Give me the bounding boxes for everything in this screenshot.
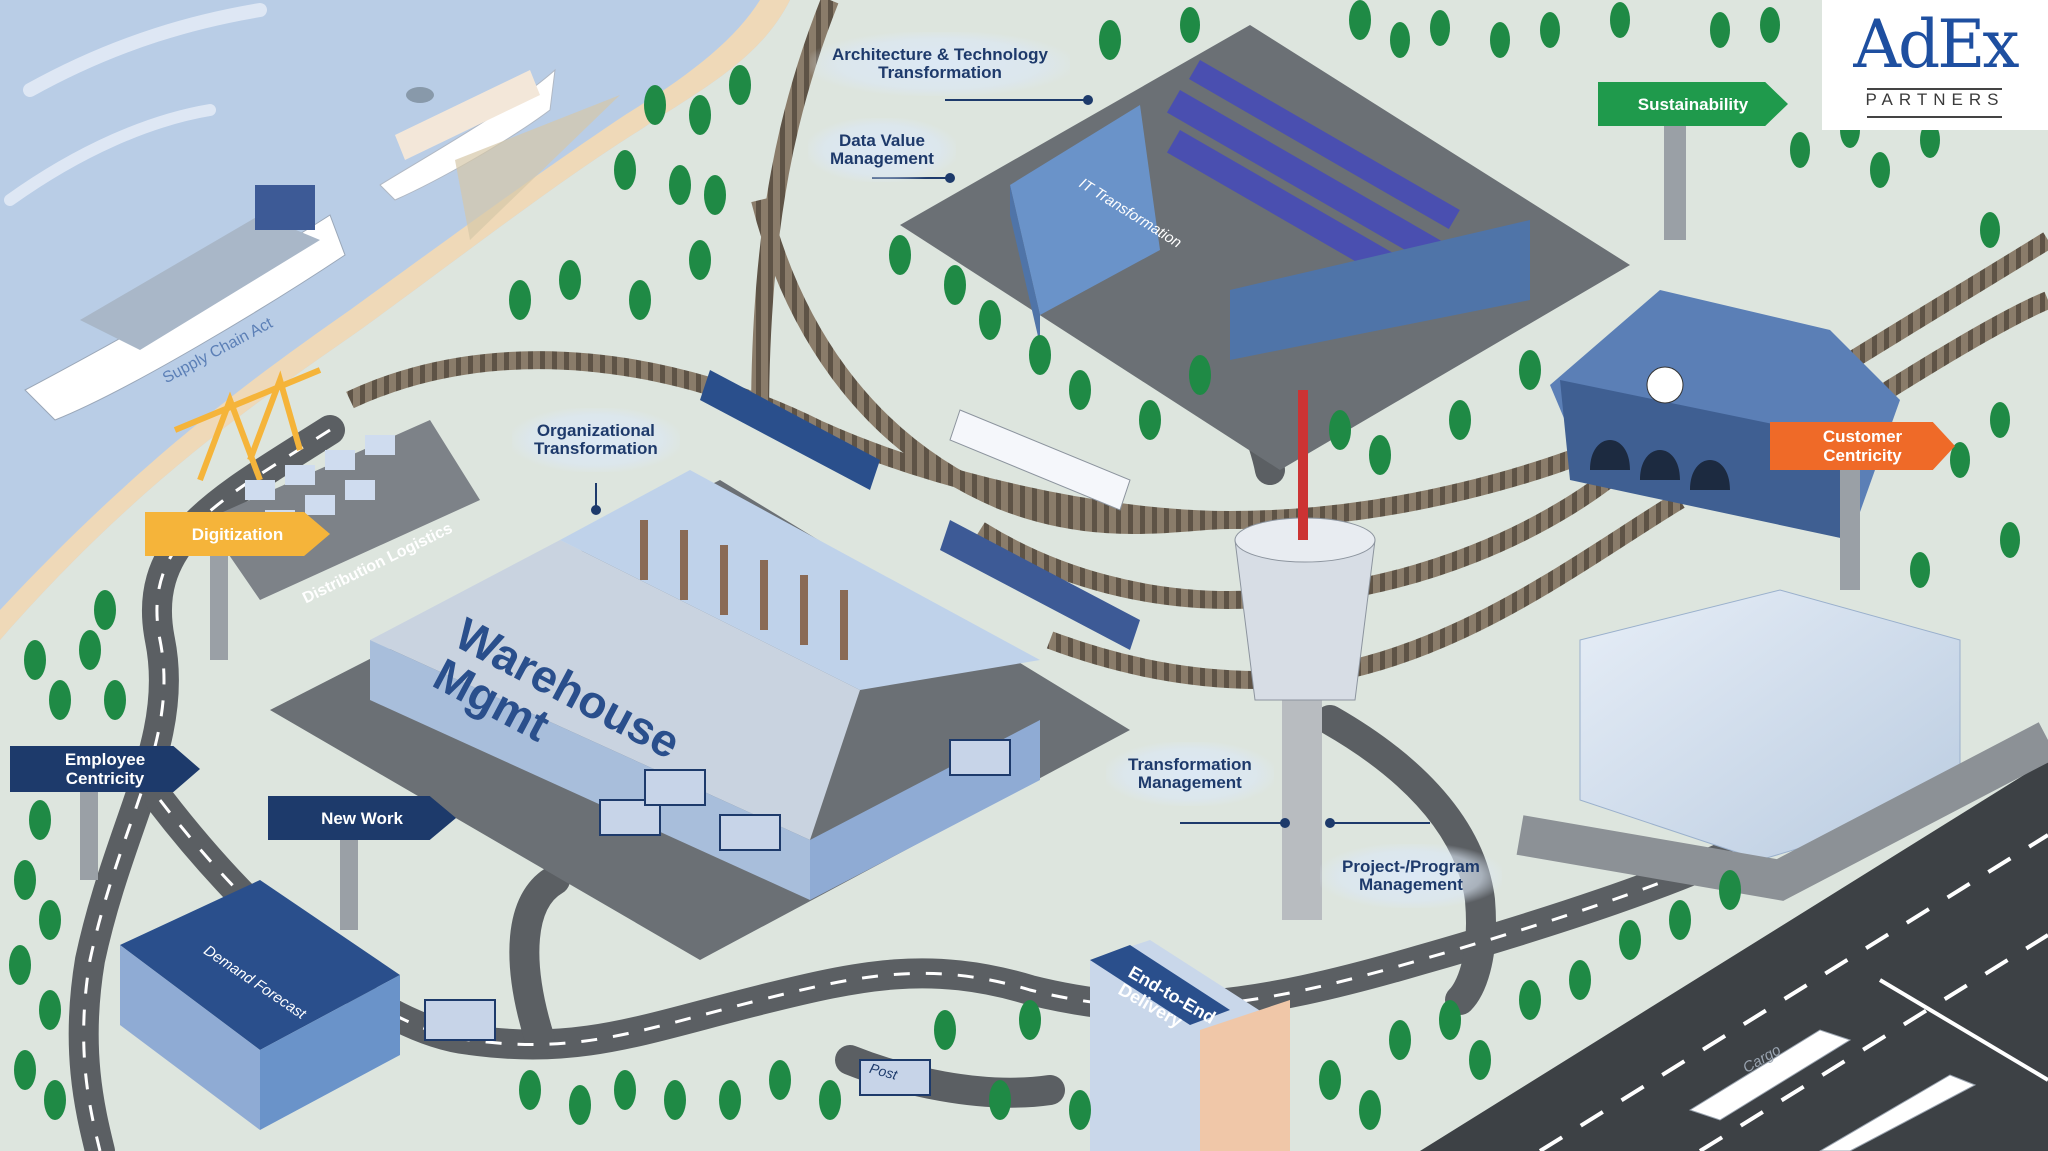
adex-partners-logo[interactable]: AdEx PARTNERS xyxy=(1822,0,2048,130)
label-transformation-management-text: Transformation Management xyxy=(1128,755,1252,792)
sign-customer-centricity: Customer Centricity xyxy=(1770,422,1955,470)
demand-forecast-roof xyxy=(120,880,400,1050)
trees xyxy=(9,0,2020,1130)
container-ship xyxy=(24,185,346,421)
sign-new-work-text: New Work xyxy=(321,808,403,828)
sign-sustainability-text: Sustainability xyxy=(1637,94,1749,114)
sign-digitization-text: Digitization xyxy=(191,524,284,544)
logo-rule-bottom xyxy=(1867,116,2002,118)
logo-subtitle: PARTNERS xyxy=(1865,90,2005,109)
crane xyxy=(173,367,322,482)
label-data-value: Data Value Management xyxy=(808,118,956,182)
label-organizational-transformation: Organizational Transformation xyxy=(512,408,680,472)
label-project-program: Project-/Program Management xyxy=(1320,844,1502,908)
label-project-program-text: Project-/Program Management xyxy=(1342,857,1480,894)
sign-digitization: Digitization xyxy=(145,512,330,556)
sign-sustainability: Sustainability xyxy=(1598,82,1788,126)
label-architecture-technology: Architecture & Technology Transformation xyxy=(810,32,1070,96)
sign-employee-centricity-text: Employee Centricity xyxy=(64,750,146,788)
shore xyxy=(0,0,790,640)
logo-mark: AdEx xyxy=(1853,6,2019,83)
label-data-value-text: Data Value Management xyxy=(830,131,934,168)
planes xyxy=(1688,1029,1977,1151)
sign-customer-centricity-text: Customer Centricity xyxy=(1822,427,1903,465)
label-architecture-technology-text: Architecture & Technology Transformation xyxy=(832,45,1048,82)
logo-rule-top xyxy=(1867,88,2002,90)
ferry xyxy=(379,68,620,240)
control-tower xyxy=(1234,390,1376,920)
trucks xyxy=(424,739,1011,1096)
trains xyxy=(700,370,1140,650)
label-organizational-transformation-text: Organizational Transformation xyxy=(534,421,658,458)
runway xyxy=(1420,760,2048,1151)
it-platform xyxy=(900,25,1630,470)
label-transformation-management: Transformation Management xyxy=(1106,742,1274,806)
sign-employee-centricity: Employee Centricity xyxy=(10,746,200,792)
sign-new-work: New Work xyxy=(268,796,456,840)
